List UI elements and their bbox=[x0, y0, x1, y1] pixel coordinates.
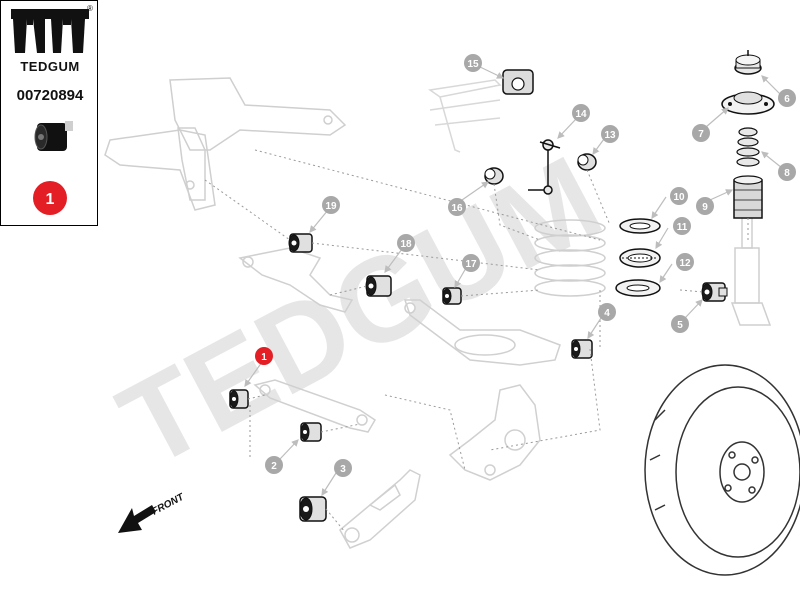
svg-text:16: 16 bbox=[451, 203, 463, 214]
svg-text:3: 3 bbox=[340, 464, 346, 475]
svg-text:18: 18 bbox=[400, 239, 412, 250]
product-info-panel: 1 ® TEDGUM 00720894 bbox=[0, 0, 98, 226]
callout-18: 18 bbox=[397, 234, 415, 252]
silentblock-18 bbox=[365, 275, 392, 297]
shock-absorber bbox=[730, 217, 772, 326]
callout-5: 5 bbox=[671, 315, 689, 333]
callout-16: 16 bbox=[448, 198, 466, 216]
brand-name: TEDGUM bbox=[20, 59, 80, 74]
callout-15: 15 bbox=[464, 54, 482, 72]
lower-control-arm bbox=[403, 299, 561, 366]
brake-drum bbox=[644, 364, 800, 576]
svg-text:12: 12 bbox=[679, 258, 691, 269]
watermark-text: TEDGUM bbox=[99, 131, 621, 493]
svg-text:6: 6 bbox=[784, 94, 790, 105]
silentblock-17 bbox=[442, 287, 462, 305]
callout-11: 11 bbox=[673, 217, 691, 235]
silentblock-4 bbox=[571, 339, 593, 359]
registered-mark: ® bbox=[87, 4, 93, 13]
callout-3: 3 bbox=[334, 459, 352, 477]
callout-6: 6 bbox=[778, 89, 796, 107]
silentblock-5 bbox=[701, 282, 728, 302]
svg-text:1: 1 bbox=[46, 191, 55, 208]
svg-text:4: 4 bbox=[604, 308, 610, 319]
silentblock-19 bbox=[288, 233, 313, 253]
stabilizer-bar bbox=[428, 79, 502, 153]
wheel-knuckle bbox=[448, 384, 541, 481]
top-mount-nut-6 bbox=[734, 50, 762, 75]
spring-seat-10 bbox=[619, 218, 661, 234]
bushing-13 bbox=[577, 153, 597, 171]
part-number: 00720894 bbox=[16, 87, 84, 104]
rear-subframe bbox=[104, 77, 347, 211]
highlighted-position-badge: 1 bbox=[33, 181, 67, 215]
callout-badges: 15 14 13 16 19 18 17 4 5 6 7 8 9 10 11 1… bbox=[255, 54, 796, 477]
callout-10: 10 bbox=[670, 187, 688, 205]
trailing-arm bbox=[339, 469, 421, 549]
svg-text:5: 5 bbox=[677, 320, 683, 331]
stabilizer-link-14 bbox=[528, 139, 561, 195]
tedgum-logo-icon bbox=[11, 9, 89, 53]
callout-2: 2 bbox=[265, 456, 283, 474]
callout-12: 12 bbox=[676, 253, 694, 271]
bushing-thumbnail-icon bbox=[34, 121, 73, 151]
silentblock-1 bbox=[229, 389, 249, 409]
svg-text:19: 19 bbox=[325, 201, 337, 212]
svg-text:11: 11 bbox=[677, 222, 688, 233]
svg-text:7: 7 bbox=[698, 129, 704, 140]
svg-text:8: 8 bbox=[784, 168, 790, 179]
callout-4: 4 bbox=[598, 303, 616, 321]
svg-text:14: 14 bbox=[575, 109, 587, 120]
front-direction-arrow: FRONT bbox=[118, 491, 187, 533]
top-mount-7 bbox=[721, 91, 775, 115]
callout-19: 19 bbox=[322, 196, 340, 214]
callout-1-highlighted: 1 bbox=[255, 347, 273, 365]
silentblock-2 bbox=[300, 422, 322, 442]
front-label: FRONT bbox=[150, 491, 186, 517]
bump-stop-8 bbox=[736, 127, 760, 167]
svg-text:10: 10 bbox=[673, 192, 685, 203]
strut-bearing-11 bbox=[619, 248, 661, 268]
svg-text:2: 2 bbox=[271, 461, 277, 472]
front-lower-arm bbox=[253, 379, 377, 433]
callout-13: 13 bbox=[601, 125, 619, 143]
assembly-guide-lines bbox=[204, 149, 749, 533]
coil-spring bbox=[534, 219, 606, 297]
callout-leaders bbox=[244, 65, 783, 497]
callout-17: 17 bbox=[462, 254, 480, 272]
spring-seat-12 bbox=[615, 279, 661, 297]
svg-text:1: 1 bbox=[261, 352, 267, 363]
silentblock-3 bbox=[299, 496, 327, 522]
callout-14: 14 bbox=[572, 104, 590, 122]
svg-text:17: 17 bbox=[465, 259, 477, 270]
stabilizer-bushing-15 bbox=[502, 69, 534, 95]
callout-9: 9 bbox=[696, 197, 714, 215]
upper-lateral-arm bbox=[238, 247, 354, 313]
svg-text:13: 13 bbox=[604, 130, 616, 141]
dust-boot-9 bbox=[733, 175, 763, 219]
svg-text:9: 9 bbox=[702, 202, 708, 213]
svg-text:15: 15 bbox=[467, 59, 479, 70]
callout-8: 8 bbox=[778, 163, 796, 181]
callout-7: 7 bbox=[692, 124, 710, 142]
